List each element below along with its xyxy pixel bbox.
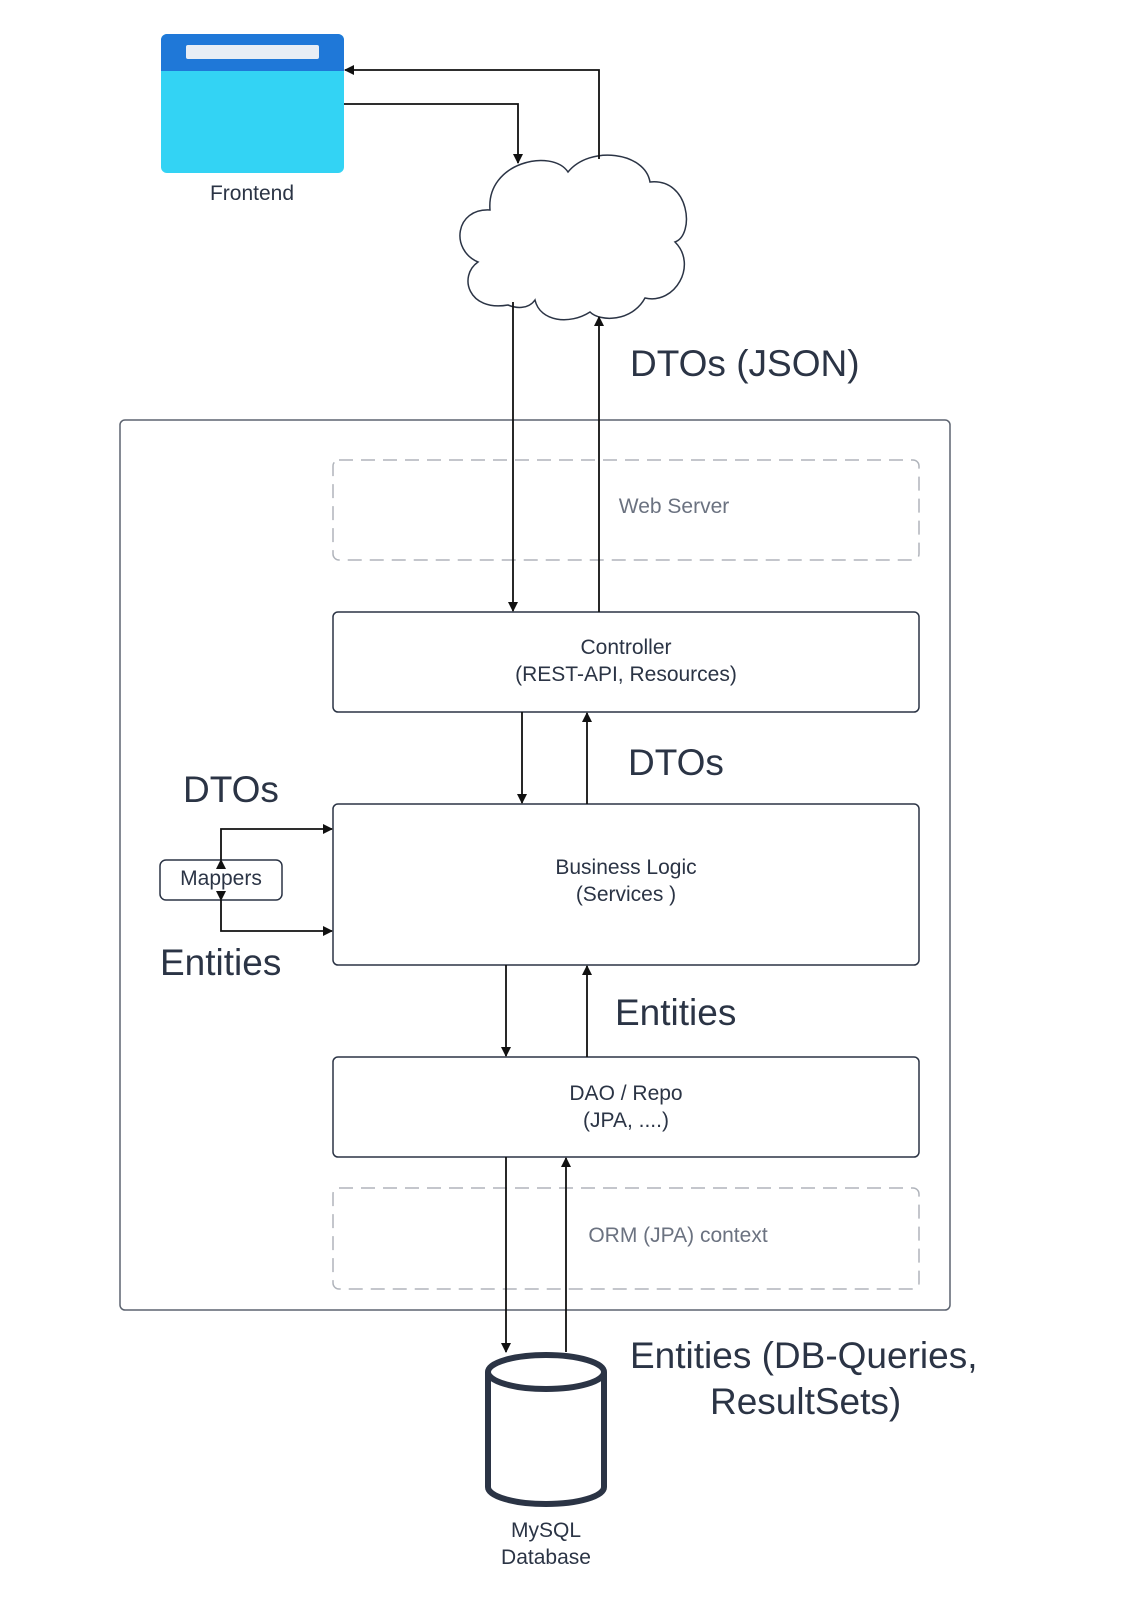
database-sublabel: Database xyxy=(501,1546,591,1569)
edge-cloud-to-frontend xyxy=(344,65,600,159)
edge-mappers-business-entities xyxy=(216,891,333,936)
database-node[interactable]: MySQL Database xyxy=(485,1352,607,1569)
dao-repo-sublabel: (JPA, ....) xyxy=(583,1109,669,1132)
business-logic-sublabel: (Services ) xyxy=(576,883,676,906)
edge-label-dtos-controller: DTOs xyxy=(628,742,724,783)
controller-sublabel: (REST-API, Resources) xyxy=(515,663,737,686)
controller-label: Controller xyxy=(580,636,671,659)
orm-context-label: ORM (JPA) context xyxy=(588,1224,767,1247)
cloud-icon xyxy=(459,154,688,321)
edge-label-entities-dao: Entities xyxy=(615,992,736,1033)
edge-label-entities-db-line1: Entities (DB-Queries, xyxy=(630,1335,978,1376)
business-logic-node[interactable]: Business Logic (Services ) xyxy=(332,803,920,966)
edge-label-entities-db-line2: ResultSets) xyxy=(710,1381,901,1422)
edge-label-entities-mappers: Entities xyxy=(160,942,281,983)
edge-mappers-business-dtos xyxy=(216,824,333,869)
web-server-label: Web Server xyxy=(619,495,730,518)
mappers-label: Mappers xyxy=(180,867,262,890)
mappers-node[interactable]: Mappers xyxy=(159,859,283,901)
frontend-node[interactable]: Frontend xyxy=(161,34,344,205)
database-cylinder-top xyxy=(485,1352,607,1392)
dao-repo-label: DAO / Repo xyxy=(569,1082,682,1105)
frontend-label: Frontend xyxy=(210,182,294,205)
orm-context-zone: ORM (JPA) context xyxy=(332,1187,920,1290)
database-cylinder-icon xyxy=(485,1372,607,1507)
business-logic-label: Business Logic xyxy=(555,856,696,879)
web-server-zone: Web Server xyxy=(332,459,920,561)
database-label: MySQL xyxy=(511,1519,581,1542)
browser-address-bar xyxy=(186,45,319,59)
controller-node[interactable]: Controller (REST-API, Resources) xyxy=(332,611,920,713)
edge-frontend-to-cloud xyxy=(344,103,523,164)
dao-repo-node[interactable]: DAO / Repo (JPA, ....) xyxy=(332,1056,920,1158)
edge-label-dtos-json: DTOs (JSON) xyxy=(630,343,860,384)
backend-container xyxy=(119,419,951,1311)
edge-label-dtos-mappers: DTOs xyxy=(183,769,279,810)
